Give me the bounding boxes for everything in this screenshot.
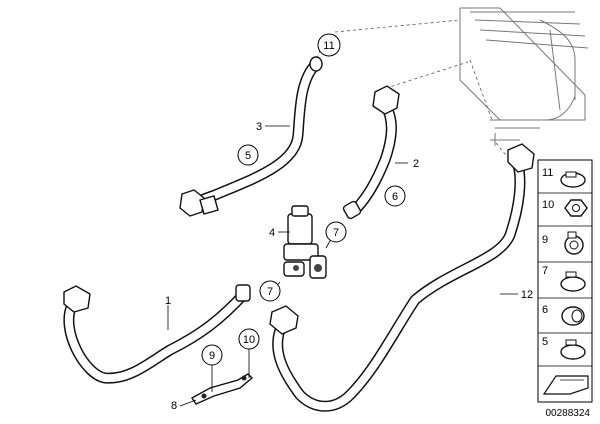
hose-end — [309, 56, 323, 72]
svg-text:5: 5 — [542, 336, 548, 348]
legend-row-11: 11 — [542, 167, 586, 188]
hose-clamp-icon — [560, 344, 586, 360]
legend-row-6: 6 — [542, 304, 585, 326]
svg-text:7: 7 — [267, 286, 273, 298]
svg-text:12: 12 — [521, 289, 533, 301]
callout-10: 10 — [238, 328, 260, 350]
legend-row-gasket — [542, 375, 589, 395]
callout-8: 8 — [171, 400, 177, 412]
callout-5: 5 — [237, 144, 259, 166]
hose-3 — [179, 56, 323, 217]
callout-12: 12 — [521, 289, 533, 301]
svg-text:2: 2 — [413, 158, 419, 170]
hose-12 — [269, 143, 535, 412]
legend-row-7: 7 — [542, 265, 586, 292]
legend-row-9: 9 — [542, 231, 584, 255]
callout-11: 11 — [317, 33, 341, 57]
assembly-lines — [311, 19, 511, 161]
svg-text:7: 7 — [333, 227, 339, 239]
legend-row-10: 10 — [542, 199, 588, 217]
bracket — [190, 373, 254, 405]
svg-text:3: 3 — [256, 121, 262, 133]
svg-text:9: 9 — [542, 234, 548, 246]
svg-text:11: 11 — [323, 40, 334, 52]
callout-1: 1 — [165, 295, 171, 307]
hose-clamp-icon — [179, 189, 205, 217]
hose-clamp-icon — [507, 143, 535, 173]
hose-clamp-icon — [560, 276, 586, 292]
svg-text:10: 10 — [243, 334, 255, 346]
hose-clamp-icon — [63, 285, 91, 313]
hose-clamp-icon — [269, 305, 299, 335]
hose-clamp-icon — [372, 85, 400, 115]
callout-9: 9 — [201, 344, 223, 366]
svg-text:7: 7 — [542, 265, 548, 277]
svg-text:6: 6 — [542, 304, 548, 316]
svg-text:4: 4 — [269, 227, 275, 239]
water-valve — [283, 205, 327, 279]
callout-2: 2 — [413, 158, 419, 170]
callout-7a: 7 — [325, 221, 347, 243]
heater-core-outline — [459, 7, 589, 146]
svg-text:10: 10 — [542, 199, 554, 211]
callout-3: 3 — [256, 121, 262, 133]
legend-row-5: 5 — [542, 336, 586, 360]
callout-7b: 7 — [259, 280, 281, 302]
gasket-icon — [542, 375, 589, 395]
callout-4: 4 — [269, 227, 275, 239]
hose-1 — [63, 284, 251, 384]
svg-text:5: 5 — [245, 150, 251, 162]
svg-text:6: 6 — [392, 191, 398, 203]
hose-2 — [342, 85, 400, 220]
diagram-id: 00288324 — [546, 408, 591, 419]
svg-text:9: 9 — [209, 350, 215, 362]
svg-text:8: 8 — [171, 400, 177, 412]
svg-text:11: 11 — [542, 167, 553, 179]
parts-legend: 11 10 9 7 6 5 — [537, 159, 593, 403]
callout-6: 6 — [384, 185, 406, 207]
svg-text:1: 1 — [165, 295, 171, 307]
